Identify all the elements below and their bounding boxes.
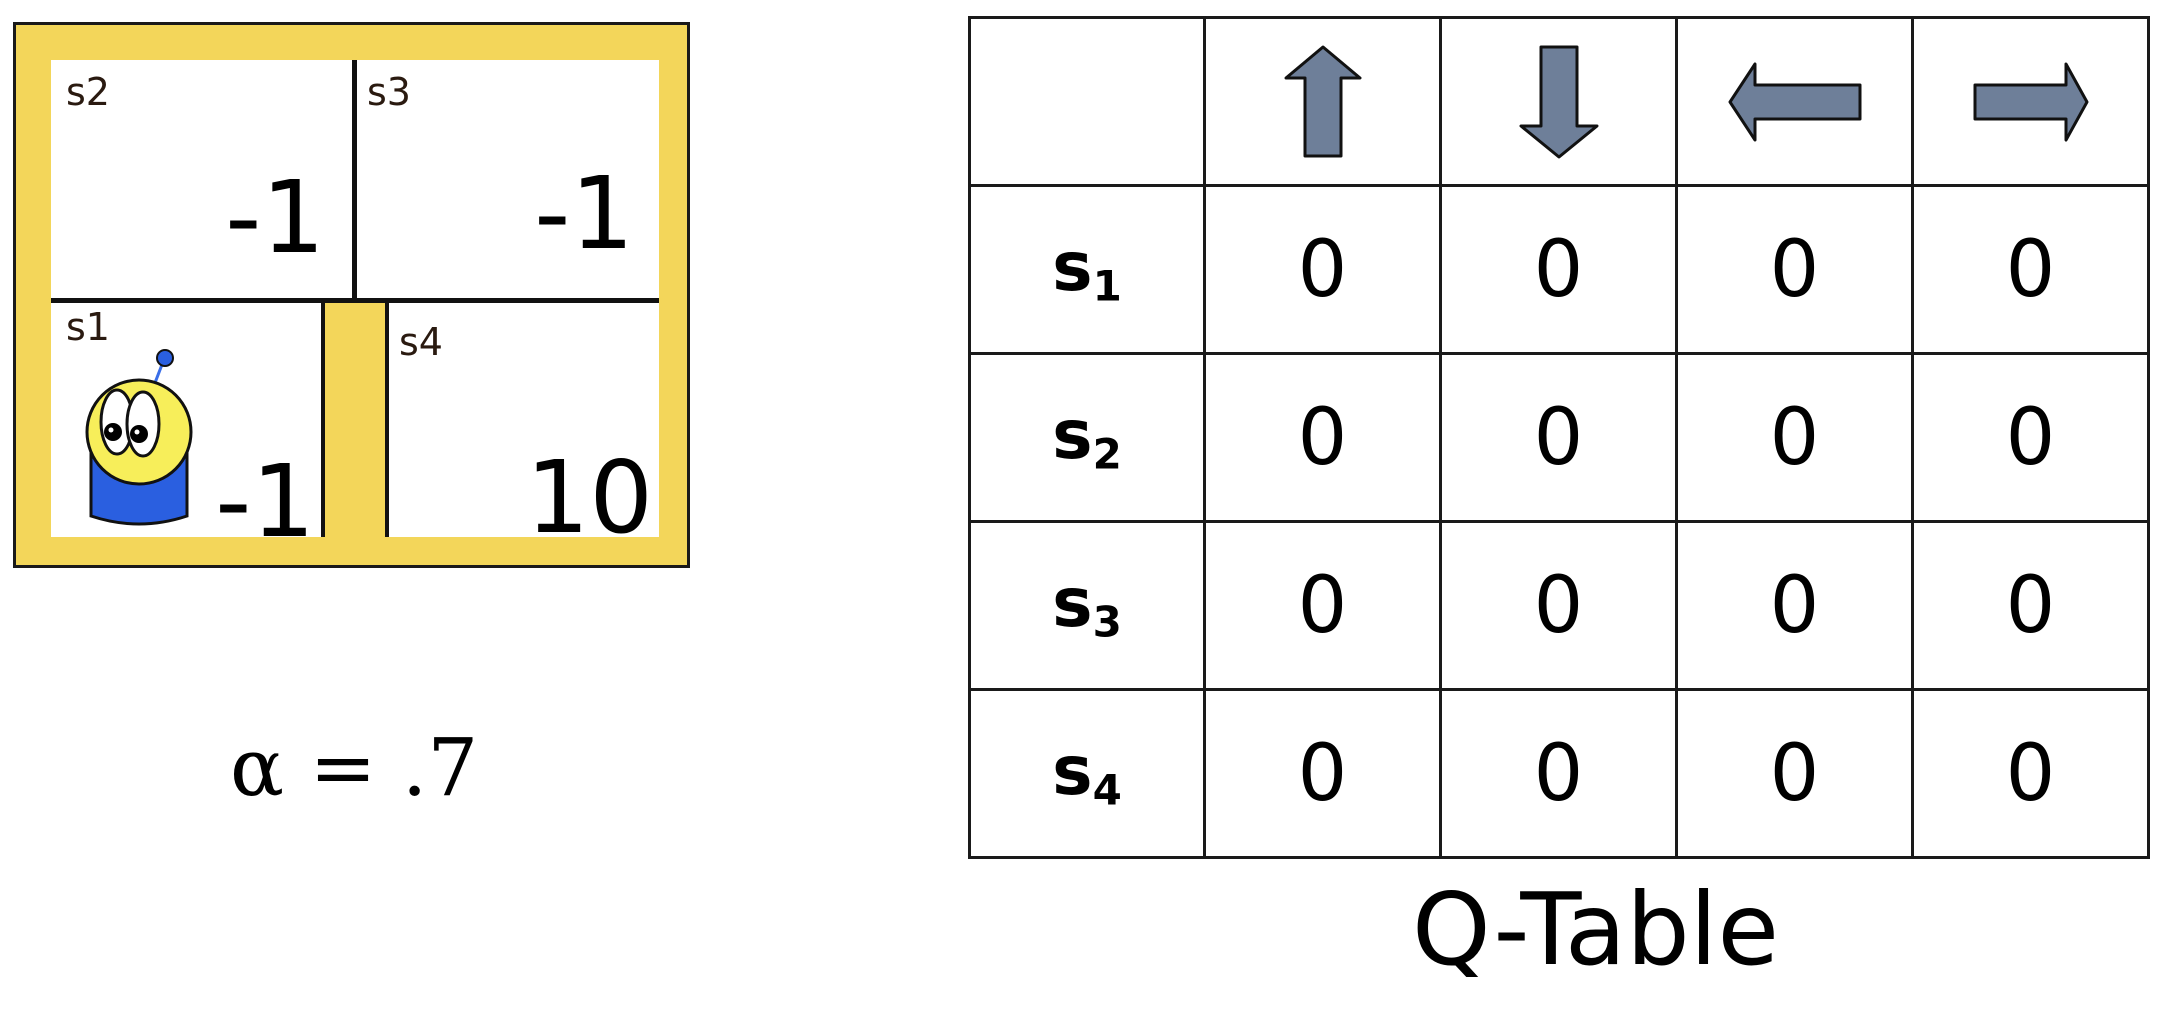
q-value-cell: 0 (1911, 184, 2150, 355)
action-header-down (1439, 16, 1678, 187)
q-value-cell: 0 (1675, 688, 1914, 859)
q-value-cell: 0 (1911, 352, 2150, 523)
reward-s1: -1 (215, 443, 315, 560)
q-value-cell: 0 (1675, 352, 1914, 523)
grid-divider-vertical (352, 60, 357, 300)
action-header-up (1203, 16, 1442, 187)
q-table-header-row (968, 16, 2150, 187)
q-table-row: s2 0 0 0 0 (968, 352, 2150, 523)
reward-s4: 10 (525, 439, 653, 556)
state-label-s1: s1 (66, 305, 110, 349)
action-header-right (1911, 16, 2150, 187)
cell-s3: s3 -1 (355, 60, 659, 300)
q-value-cell: 0 (1675, 520, 1914, 691)
q-value-cell: 0 (1203, 184, 1442, 355)
q-table-corner-cell (968, 16, 1206, 187)
arrow-right-icon (1973, 62, 2088, 141)
q-table-row: s1 0 0 0 0 (968, 184, 2150, 355)
q-value-cell: 0 (1439, 184, 1678, 355)
grid-world: s2 -1 s3 -1 s1 -1 (13, 22, 690, 568)
cell-s2: s2 -1 (51, 60, 355, 300)
arrow-down-icon (1519, 45, 1598, 158)
q-table-caption: Q-Table (1412, 871, 1779, 988)
state-label-s2: s2 (66, 70, 110, 114)
grid-divider-horizontal (51, 298, 659, 303)
wall-edge-left (321, 300, 325, 537)
learning-rate-label: α = .7 (230, 721, 479, 814)
state-label-s3: s3 (367, 70, 411, 114)
q-value-cell: 0 (1203, 520, 1442, 691)
q-value-cell: 0 (1675, 184, 1914, 355)
state-header-s1: s1 (968, 184, 1206, 355)
cell-s1: s1 -1 (51, 300, 323, 552)
state-header-s4: s4 (968, 688, 1206, 859)
q-value-cell: 0 (1911, 520, 2150, 691)
q-table: s1 0 0 0 0 s2 0 0 0 0 s3 0 0 0 0 s4 0 0 … (968, 16, 2150, 859)
q-table-row: s4 0 0 0 0 (968, 688, 2150, 859)
robot-agent-icon (79, 340, 209, 540)
reward-s2: -1 (225, 159, 325, 276)
state-header-s3: s3 (968, 520, 1206, 691)
reward-s3: -1 (534, 155, 634, 272)
cell-s4: s4 10 (387, 300, 659, 548)
q-value-cell: 0 (1439, 352, 1678, 523)
arrow-up-icon (1284, 45, 1361, 157)
action-header-left (1675, 16, 1914, 187)
q-value-cell: 0 (1203, 688, 1442, 859)
state-label-s4: s4 (399, 320, 443, 364)
arrow-left-icon (1728, 62, 1861, 141)
q-table-row: s3 0 0 0 0 (968, 520, 2150, 691)
q-value-cell: 0 (1203, 352, 1442, 523)
q-value-cell: 0 (1911, 688, 2150, 859)
q-value-cell: 0 (1439, 520, 1678, 691)
q-value-cell: 0 (1439, 688, 1678, 859)
state-header-s2: s2 (968, 352, 1206, 523)
wall-edge-right (385, 300, 389, 537)
